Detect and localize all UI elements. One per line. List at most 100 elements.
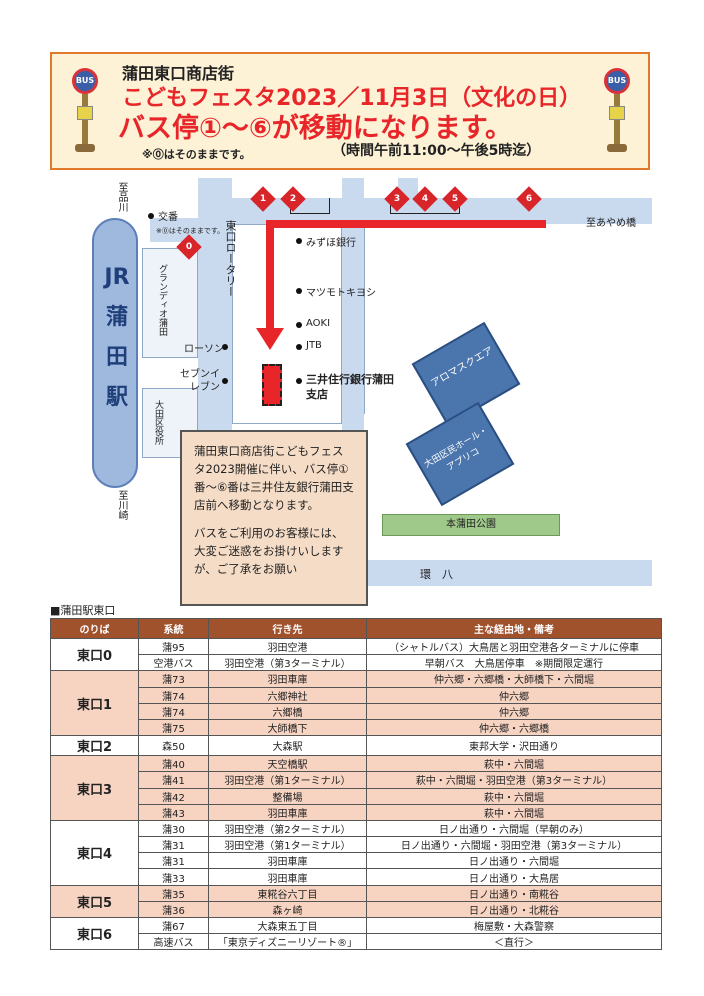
destination-cell: 羽田空港 [208, 637, 367, 656]
notice-text-2: バスをご利用のお客様には、大変ご迷惑をお掛けいしますが、ご了承をお願い [194, 526, 344, 576]
table-row: 蒲42 整備場 萩中・六間堀 [51, 787, 662, 805]
destination-cell: 羽田車庫 [208, 670, 367, 688]
stop-zero-note: ※⓪はそのままです。 [142, 148, 251, 161]
table-row: 東口3 蒲40 天空橋駅 萩中・六間堀 [50, 755, 662, 821]
ota-civic-hall-aprico: 大田区民ホール・アプリコ [405, 401, 515, 507]
via-cell: 早朝バス 大鳥居停車 ※期間限定運行 [366, 654, 662, 672]
via-cell: 梅屋敷・大森警察 [366, 916, 662, 935]
area-map: JR蒲田駅 至品川 至川崎 至あやめ橋 交番 ※⓪はそのままです。 0 東口ロー… [80, 178, 652, 606]
ota-office-label: 大田区役所 [153, 400, 163, 445]
via-cell: 東邦大学・沢田通り [366, 735, 662, 757]
route-cell: 蒲31 [138, 836, 209, 854]
col-header-destination: 行き先 [208, 618, 367, 639]
destination-cell: 大師橋下 [208, 718, 367, 737]
table-row: 蒲75 大師橋下 仲六郷・六郷橋 [51, 718, 662, 737]
route-cell: 蒲36 [138, 900, 209, 919]
smbc-label: 三井住行銀行蒲田支店 [306, 373, 394, 401]
col-header-stop: のりば [50, 618, 139, 639]
stop-cell: 東口3 [50, 755, 139, 821]
table-row: 蒲36 森ヶ崎 日ノ出通り・北糀谷 [51, 900, 662, 919]
table-row: 東口0 蒲95 羽田空港 （シャトルバス）大鳥居と羽田空港各ターミナルに停車 [50, 637, 662, 672]
via-cell: （シャトルバス）大鳥居と羽田空港各ターミナルに停車 [366, 637, 662, 656]
station-label: JR蒲田駅 [104, 265, 130, 410]
destination-cell: 森ヶ崎 [208, 900, 367, 919]
destination-cell: 東糀谷六丁目 [208, 884, 367, 902]
destination-cell: 整備場 [208, 787, 367, 805]
destination-cell: 羽田空港（第3ターミナル） [208, 654, 367, 672]
route-cell: 蒲43 [138, 803, 209, 821]
stop-cell: 東口4 [50, 819, 139, 886]
route-cell: 高速バス [138, 933, 209, 951]
notice-text-1: 蒲田東口商店街こどもフェスタ2023開催に伴い、バス停①番～⑥番は三井住友銀行蒲… [194, 444, 354, 512]
honkamata-park: 本蒲田公園 [382, 514, 560, 536]
via-cell: 仲六郷・六郷橋 [366, 718, 662, 737]
rotary-label: 東口ロータリー [224, 220, 237, 297]
matsumoto-label: マツモトキヨシ [306, 288, 376, 299]
table-row: 東口1 蒲73 羽田車庫 仲六郷・六郷橋・大師橋下・六間堀 [50, 670, 662, 737]
bus-stop-6-number: 6 [525, 194, 533, 204]
via-cell: 日ノ出通り・大鳥居 [366, 868, 662, 886]
lawson-label: ローソン [184, 344, 224, 355]
via-cell: 日ノ出通り・六間堀・羽田空港（第3ターミナル） [366, 836, 662, 854]
bus-stop-3-number: 3 [393, 194, 401, 204]
to-shinagawa-label: 至品川 [116, 182, 127, 212]
bus-sign-disc: BUS [604, 68, 630, 94]
aoki-label: AOKI [306, 318, 331, 329]
table-row: 空港バス 羽田空港（第3ターミナル） 早朝バス 大鳥居停車 ※期間限定運行 [51, 654, 662, 672]
organization-name: 蒲田東口商店街 [122, 64, 235, 83]
mizuho-label: みずほ銀行 [306, 238, 356, 249]
table-header-row: のりば 系統 行き先 主な経由地・備考 [50, 618, 662, 639]
section-title: ■蒲田駅東口 [50, 604, 116, 617]
stop-cell: 東口6 [50, 916, 139, 951]
bus-stop-relocation-route [266, 220, 546, 228]
headline: バス停①～⑥が移動になります。 [118, 113, 513, 144]
new-bus-stop-location [262, 364, 282, 406]
arrow-down-icon [256, 328, 284, 350]
route-cell: 蒲42 [138, 787, 209, 805]
bus-stop-icon: BUS [602, 68, 632, 154]
table-row: 東口5 蒲35 東糀谷六丁目 日ノ出通り・南糀谷 [50, 884, 662, 919]
bus-stop-icon: BUS [70, 68, 100, 154]
table-row: 東口2 森50 大森駅 東邦大学・沢田通り [50, 735, 662, 757]
via-cell: 萩中・六間堀・羽田空港（第3ターミナル） [366, 771, 662, 789]
table-row: 高速バス 「東京ディズニーリゾート®」 ＜直行＞ [51, 933, 662, 951]
relocation-notice: 蒲田東口商店街こどもフェスタ2023開催に伴い、バス停①番～⑥番は三井住友銀行蒲… [180, 430, 368, 606]
route-cell: 蒲40 [138, 755, 209, 773]
table-row: 蒲74 六郷橋 仲六郷 [51, 702, 662, 720]
destination-cell: 羽田車庫 [208, 803, 367, 821]
to-ayamebashi-label: 至あやめ橋 [586, 218, 636, 229]
stop-cell: 東口5 [50, 884, 139, 919]
via-cell: 日ノ出通り・六間堀（早朝のみ） [366, 819, 662, 838]
via-cell: 仲六郷 [366, 702, 662, 720]
route-cell: 蒲75 [138, 718, 209, 737]
event-title: こどもフェスタ2023／11月3日（文化の日） [122, 86, 582, 111]
via-cell: 日ノ出通り・南糀谷 [366, 884, 662, 902]
kanpachi-road-label: 環 八 [420, 568, 453, 581]
route-cell: 空港バス [138, 654, 209, 672]
via-cell: 萩中・六間堀 [366, 755, 662, 773]
table-row: 蒲74 六郷神社 仲六郷 [51, 686, 662, 704]
destination-cell: 羽田空港（第1ターミナル） [208, 836, 367, 854]
route-cell: 蒲67 [138, 916, 209, 935]
bus-sign-disc: BUS [72, 68, 98, 94]
route-cell: 蒲41 [138, 771, 209, 789]
route-cell: 森50 [138, 735, 209, 757]
via-cell: 萩中・六間堀 [366, 787, 662, 805]
destination-cell: 羽田車庫 [208, 868, 367, 886]
to-kawasaki-label: 至川崎 [116, 490, 127, 520]
bus-stop-1-number: 1 [259, 194, 267, 204]
table-row: 蒲31 羽田空港（第1ターミナル） 日ノ出通り・六間堀・羽田空港（第3ターミナル… [51, 836, 662, 854]
route-cell: 蒲74 [138, 702, 209, 720]
event-hours: （時間午前11:00～午後5時迄） [332, 143, 541, 159]
table-row: 蒲41 羽田空港（第1ターミナル） 萩中・六間堀・羽田空港（第3ターミナル） [51, 771, 662, 789]
destination-cell: 大森東五丁目 [208, 916, 367, 935]
seven-label: セブンイレブン [180, 369, 220, 393]
destination-cell: 羽田空港（第2ターミナル） [208, 819, 367, 838]
stop-cell: 東口2 [50, 735, 139, 757]
destination-cell: 六郷橋 [208, 702, 367, 720]
route-cell: 蒲35 [138, 884, 209, 902]
via-cell: 萩中・六間堀 [366, 803, 662, 821]
table-row: 蒲43 羽田車庫 萩中・六間堀 [51, 803, 662, 821]
jr-kamata-station [92, 218, 138, 488]
via-cell: 日ノ出通り・六間堀 [366, 852, 662, 870]
